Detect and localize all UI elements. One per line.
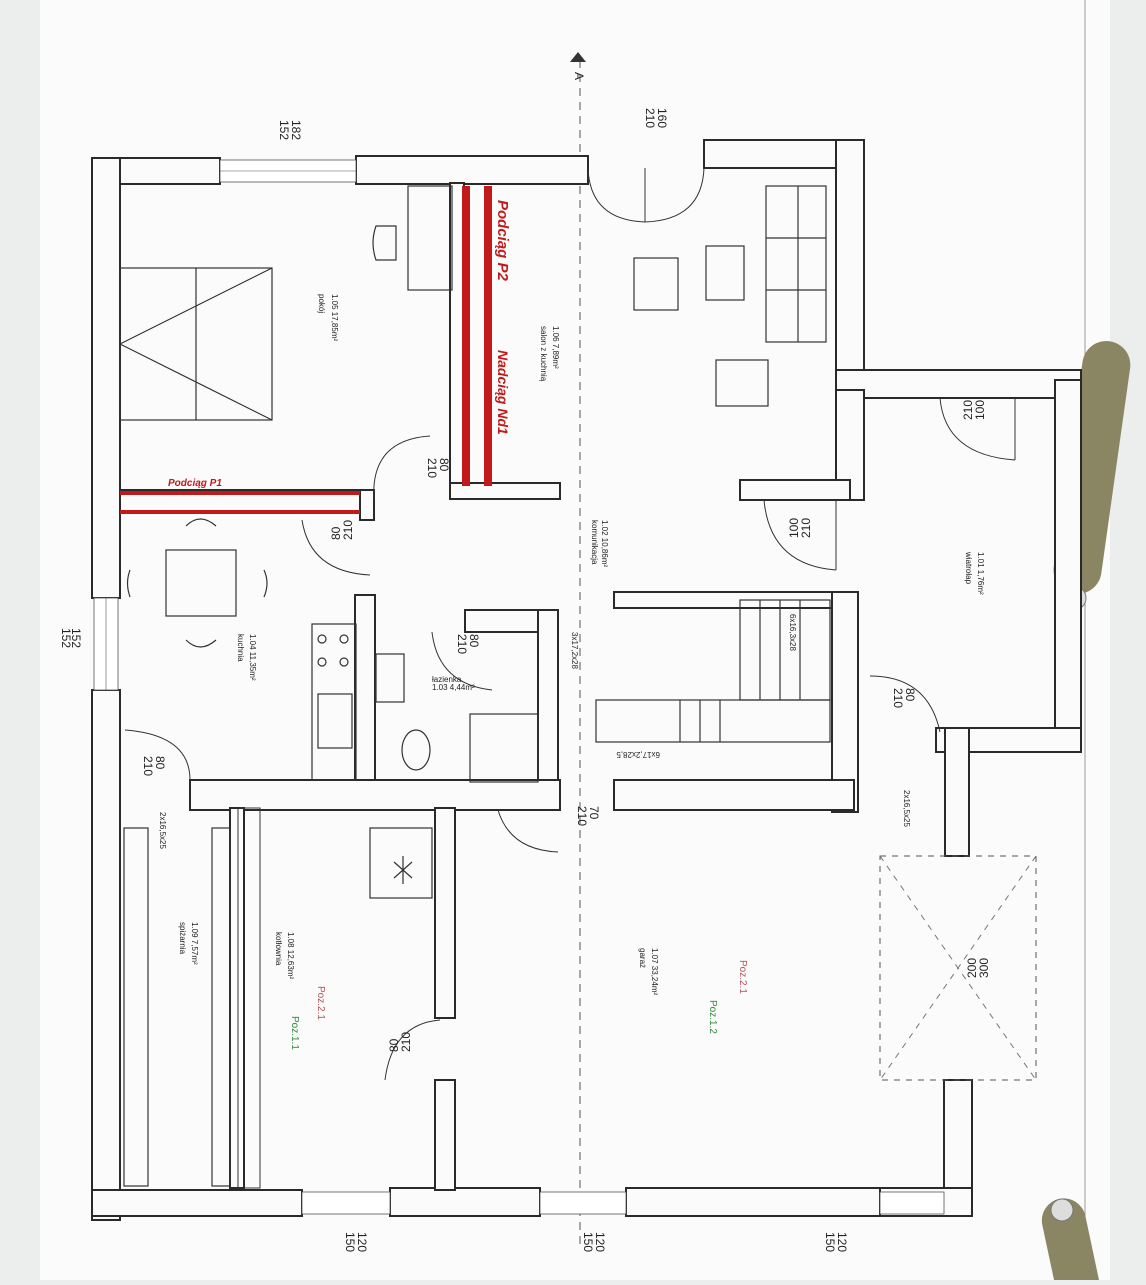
room-name: łazienka <box>432 675 462 684</box>
room-name: kuchnia <box>236 634 245 662</box>
poz-label: Poz.2.1 <box>315 986 326 1020</box>
sofa <box>765 185 827 343</box>
dim: 152 <box>277 120 291 140</box>
dim: 182 <box>289 120 303 140</box>
dim: 100 <box>787 518 801 538</box>
poz-label: Poz.1.2 <box>707 1000 718 1034</box>
beams <box>120 186 492 514</box>
dim: 210 <box>961 400 975 420</box>
dim: 6x16,3x28 <box>788 614 797 651</box>
dim: 200 <box>965 958 979 978</box>
binder-ring-bottom <box>1041 1198 1102 1285</box>
room-name: kotłownia <box>274 932 283 966</box>
poz-label: Poz.1.1 <box>289 1016 300 1050</box>
dim: 120 <box>593 1232 607 1252</box>
beam-p2-label: Podciąg P2 <box>494 200 511 282</box>
dim: 120 <box>355 1232 369 1252</box>
room-label: 1.06 7,89m² <box>551 326 560 369</box>
windows <box>93 159 945 1215</box>
dim: 3x17,2x28 <box>570 632 579 669</box>
dim: 80 <box>467 634 481 648</box>
dim: 6x17,2x28,5 <box>616 750 660 759</box>
dim: 80 <box>903 688 917 702</box>
dimension-labels: 182 152 160 210 152 152 80 210 80 210 80… <box>59 108 991 1252</box>
beam-p1-label: Podciąg P1 <box>168 478 222 489</box>
dim: 150 <box>581 1232 595 1252</box>
interior-walls <box>119 182 859 1191</box>
dim: 80 <box>387 1038 401 1052</box>
axis-marker: A <box>572 72 586 80</box>
dim: 300 <box>977 958 991 978</box>
dim: 160 <box>655 108 669 128</box>
room-label: 1.04 11,35m² <box>248 634 257 681</box>
dim: 100 <box>973 400 987 420</box>
dim: 80 <box>437 458 451 472</box>
dim: 152 <box>59 628 73 648</box>
boiler <box>369 827 433 899</box>
outer-walls <box>91 139 1082 1221</box>
dim: 210 <box>575 806 589 826</box>
room-name: spiżarnia <box>178 922 187 955</box>
dim: 210 <box>643 108 657 128</box>
stairs <box>595 599 831 743</box>
room-label: 1.03 4,44m² <box>432 683 475 692</box>
dim: 210 <box>455 634 469 654</box>
dim: 150 <box>823 1232 837 1252</box>
room-label: 1.02 10,86m² <box>600 520 609 567</box>
room-label: 1.08 12,63m² <box>286 932 295 979</box>
garage-gate-outline <box>879 855 1037 1081</box>
room-name: salon z kuchnią <box>539 326 548 382</box>
dim: 2x16,5x25 <box>158 812 167 849</box>
dim: 210 <box>799 518 813 538</box>
dim: 2x16,5x25 <box>902 790 911 827</box>
poz-label: Poz.2.1 <box>737 960 748 994</box>
dim: 120 <box>835 1232 849 1252</box>
room-label: 1.05 17,85m² <box>330 294 339 341</box>
room-label: 1.07 33,24m² <box>650 948 659 995</box>
dim: 152 <box>69 628 83 648</box>
position-labels: Poz.2.1 Poz.1.1 Poz.2.1 Poz.1.2 <box>289 960 748 1050</box>
dim: 210 <box>341 520 355 540</box>
room-name: garaż <box>638 948 647 968</box>
paper <box>40 0 1110 1280</box>
desk-chair <box>372 185 453 291</box>
dim: 150 <box>343 1232 357 1252</box>
axis-arrow <box>570 52 586 62</box>
room-name: pokój <box>317 294 326 313</box>
dim: 210 <box>141 756 155 776</box>
room-name: komunikacja <box>590 520 599 565</box>
beam-nd1-label: Nadciąg Nd1 <box>495 350 511 435</box>
dim: 70 <box>587 806 601 820</box>
bed <box>119 267 273 421</box>
dim: 80 <box>329 526 343 540</box>
room-labels: 1.05 17,85m² pokój 1.06 7,89m² salon z k… <box>178 294 985 995</box>
doors <box>124 167 1016 1081</box>
room-name: wiatrołap <box>964 551 973 585</box>
dim: 80 <box>153 756 167 770</box>
dining-table <box>126 518 268 648</box>
room-label: 1.09 7,57m² <box>190 922 199 965</box>
dim: 210 <box>399 1032 413 1052</box>
room-label: 1.01 1,76m² <box>976 552 985 595</box>
bathroom-fixtures <box>375 653 539 783</box>
dim: 210 <box>425 458 439 478</box>
pantry-shelves <box>123 827 231 1187</box>
kitchen-counter <box>311 623 357 781</box>
dim: 210 <box>891 688 905 708</box>
armchairs <box>633 245 769 407</box>
